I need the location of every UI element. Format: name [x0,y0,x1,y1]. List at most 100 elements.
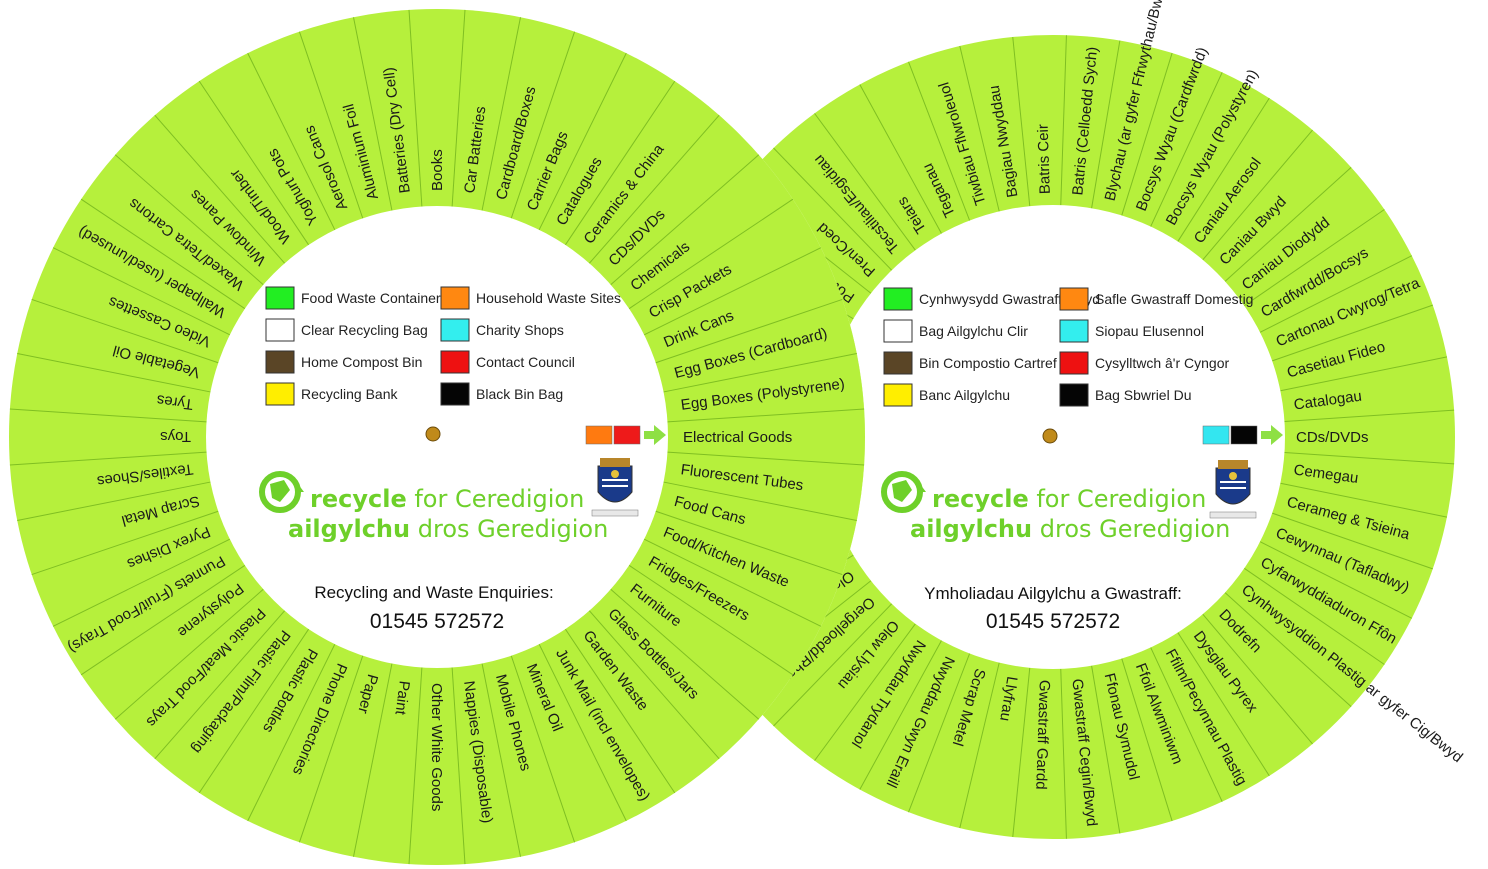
segment-divider [564,80,676,246]
segment-divider [610,154,760,286]
english-enquiries-label: Recycling and Waste Enquiries: [314,583,553,602]
segment-divider [408,9,423,207]
segment-divider [510,31,576,219]
segment-label[interactable]: Tyres [156,391,195,413]
svg-text:ailgylchu dros Geredigion: ailgylchu dros Geredigion [910,515,1230,543]
segment-label[interactable]: Paint [391,680,412,717]
legend-label: Siopau Elusennol [1095,323,1204,339]
recycle-wales-icon [881,471,926,513]
english-phone-number[interactable]: 01545 572572 [370,610,504,633]
segment-divider [1060,35,1067,206]
segment-divider [908,653,971,813]
segment-label[interactable]: Electrical Goods [683,429,792,446]
segment-divider [510,655,576,843]
legend-swatch [440,350,470,374]
segment-divider [52,247,231,336]
segment-divider [959,45,1000,212]
segment-divider [1177,632,1270,777]
legend-item: Bin Compostio Cartref [883,351,1057,375]
legend-swatch [265,382,295,406]
legend-label: Safle Gwastraff Domestig [1095,291,1253,307]
legend-item: Household Waste Sites [440,286,621,310]
segment-divider [1259,541,1413,619]
segment-divider [198,80,310,246]
welsh-center-pin [1042,428,1058,444]
segment-label[interactable]: Toys [160,428,191,445]
segment-divider [1224,166,1352,282]
legend-label: Home Compost Bin [301,354,422,370]
segment-label[interactable]: CDs/DVDs [1296,429,1369,446]
segment-divider [9,408,207,423]
segment-divider [1284,409,1455,423]
segment-label[interactable]: Books [429,149,446,191]
welsh-enquiries-label: Ymholiadau Ailgylchu a Gwastraff: [924,584,1182,603]
segment-divider [1271,512,1433,570]
brand-recycle-bold: recycle [932,485,1029,513]
welsh-pointer [1202,425,1283,445]
segment-divider [1121,52,1173,216]
legend-label: Bag Sbwriel Du [1095,387,1192,403]
segment-divider [773,147,893,271]
legend-item: Cynhwysydd Gwastraff Bwyd [883,287,1100,311]
legend-item: Bag Sbwriel Du [1059,383,1192,407]
segment-divider [247,643,336,822]
segment-divider [353,663,393,857]
segment-divider [31,298,219,364]
pointer-arrow-icon [1261,425,1283,445]
segment-label[interactable]: Gwastraff Gardd [1032,680,1053,790]
segment-divider [9,451,207,466]
legend-item: Charity Shops [440,318,564,342]
legend-swatch [883,287,913,311]
segment-divider [1259,255,1413,333]
segment-divider [1202,129,1313,261]
segment-divider [1150,72,1223,227]
segment-divider [154,610,286,760]
segment-divider [408,667,423,865]
segment-divider [667,408,865,423]
brand-ailgylchu-rest: dros Geredigion [410,515,608,543]
segment-divider [655,510,843,576]
legend-item: Banc Ailgylchu [883,383,1010,407]
brand-recycle-bold: recycle [310,485,407,513]
segment-divider [538,52,627,231]
segment-divider [17,353,211,393]
legend-label: Bin Compostio Cartref [919,355,1057,371]
segment-divider [1150,647,1223,802]
legend-item: Safle Gwastraff Domestig [1059,287,1253,311]
legend-item: Cysylltwch â'r Cyngor [1059,351,1229,375]
svg-text:recycle for Ceredigion: recycle for Ceredigion [310,485,584,513]
segment-divider [1091,40,1121,209]
segment-divider [859,640,942,790]
segment-divider [481,663,521,857]
segment-divider [959,662,1000,829]
english-segment-dividers [9,9,865,865]
legend-swatch [883,319,913,343]
segment-divider [52,538,231,627]
segment-divider [114,154,264,286]
segment-divider [114,588,264,720]
brand-recycle-rest: for Ceredigion [407,485,585,513]
segment-label[interactable]: Other White Goods [428,683,445,811]
segment-divider [80,198,246,310]
legend-swatch [440,382,470,406]
legend-swatch [265,318,295,342]
segment-divider [655,298,843,364]
segment-divider [663,353,857,393]
segment-divider [663,481,857,521]
segment-label[interactable]: Batris Ceir [1035,124,1054,195]
brand-ailgylchu-bold: ailgylchu [910,515,1032,543]
segment-divider [1243,567,1385,665]
segment-divider [908,61,971,221]
legend-label: Contact Council [476,354,575,370]
legend-item: Recycling Bank [265,382,398,406]
english-logo: recycle for Ceredigion ailgylchu dros Ge… [259,471,608,543]
segment-divider [1271,304,1433,362]
pointer-swatch [1230,425,1258,445]
welsh-phone-number[interactable]: 01545 572572 [986,610,1120,633]
segment-divider [298,31,364,219]
legend-swatch [440,286,470,310]
welsh-logo: recycle for Ceredigion ailgylchu dros Ge… [881,471,1230,543]
